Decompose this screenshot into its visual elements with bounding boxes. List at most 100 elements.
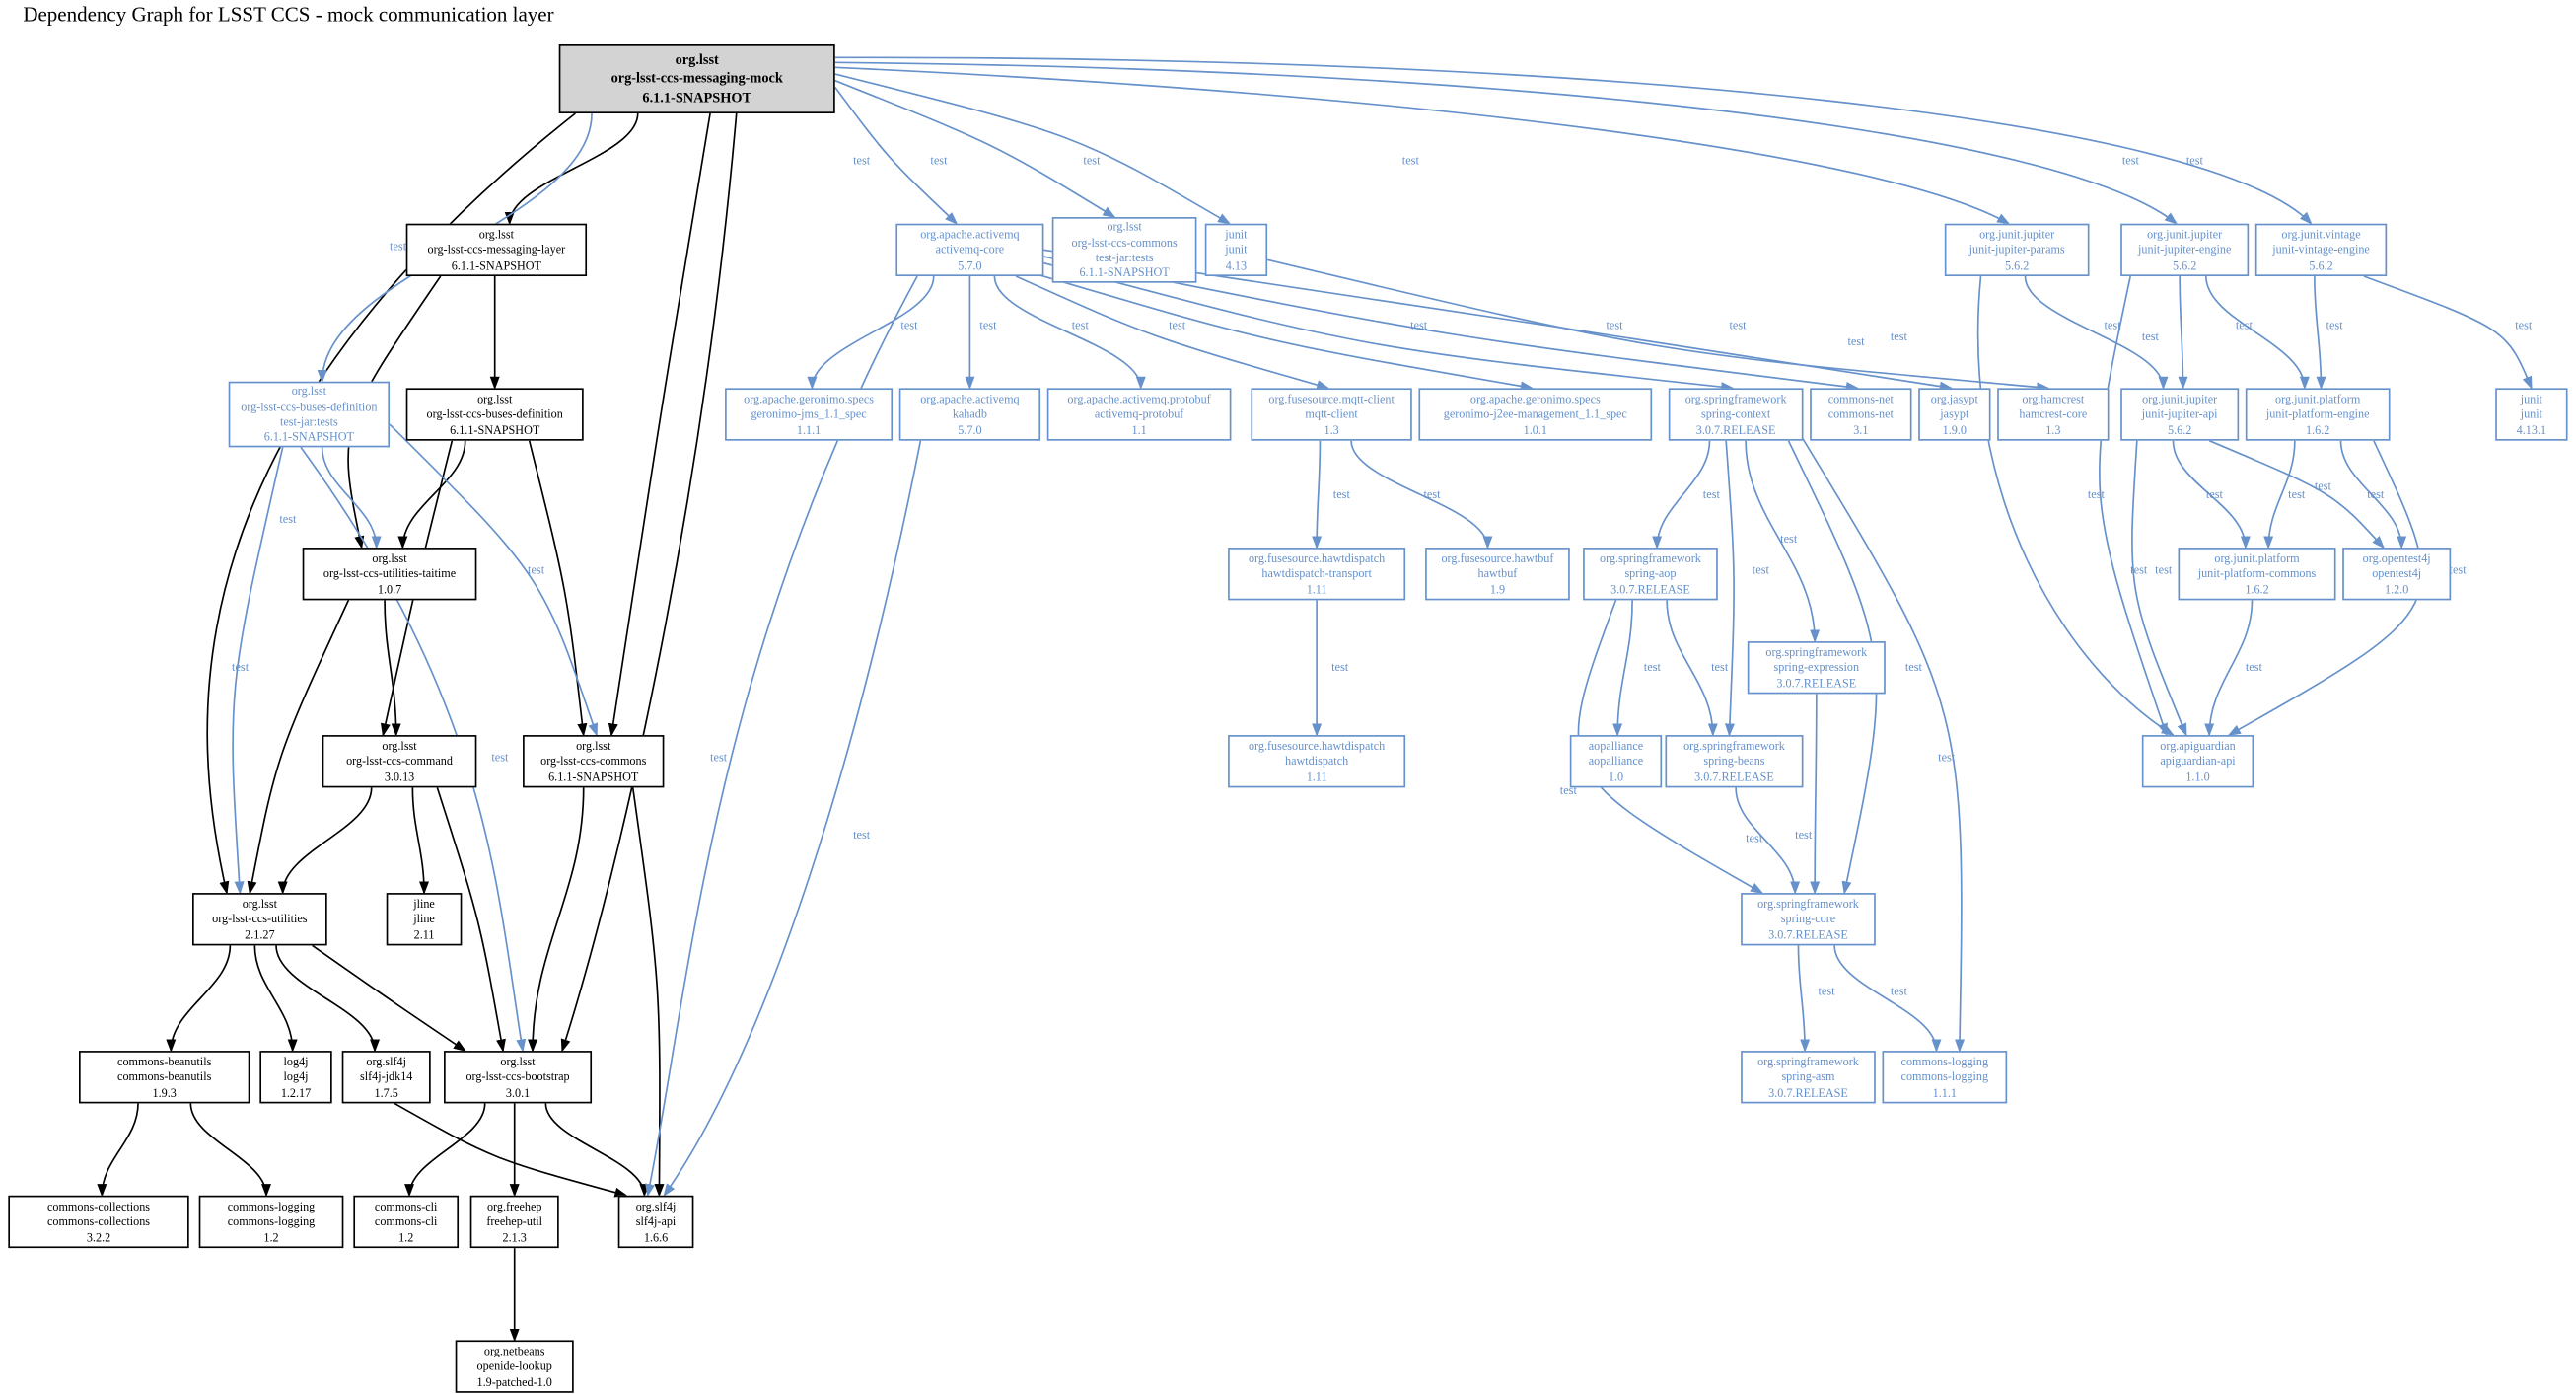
node-label-line: commons-collections	[46, 1198, 151, 1213]
node-label-line: 1.0.7	[377, 581, 402, 597]
edge-scope-label: test	[853, 828, 871, 842]
edge-scope-label: test	[1729, 318, 1747, 331]
node-label-line: org-lsst-ccs-messaging-layer	[427, 242, 566, 257]
node-label-line: spring-context	[1701, 406, 1771, 422]
node-label-line: org.fusesource.hawtdispatch	[1248, 738, 1386, 754]
edge-root-to-junit413	[834, 73, 1232, 225]
node-label-line: org.junit.vintage	[2281, 226, 2361, 242]
edge-scope-label: test	[2105, 318, 2122, 331]
node-label-line: geronimo-jms_1.1_spec	[751, 406, 867, 422]
node-label-line: 1.2.17	[280, 1084, 312, 1100]
edge-mqtt-client-to-hawt-transport	[1312, 440, 1323, 550]
edge-root-to-activemq-core	[834, 86, 959, 225]
edge-spring-beans-to-spring-core	[1735, 787, 1801, 895]
node-label-line: junit	[1225, 226, 1248, 242]
node-label-line: org.springframework	[1757, 1054, 1859, 1069]
graph-title: Dependency Graph for LSST CCS - mock com…	[23, 3, 554, 27]
edge-scope-label: test	[1402, 154, 1420, 168]
edge-scope-label: test	[1169, 318, 1186, 331]
node-label-line: 3.0.7.RELEASE	[1768, 1084, 1848, 1100]
node-label-line: activemq-protobuf	[1094, 406, 1184, 422]
node-label-line: test-jar:tests	[1095, 250, 1154, 265]
node-label-line: 5.6.2	[2309, 257, 2333, 273]
node-label-line: test-jar:tests	[279, 414, 338, 430]
edge-scope-label: test	[2186, 154, 2204, 168]
node-label-line: 3.2.2	[86, 1229, 111, 1245]
node-label-line: slf4j-api	[635, 1213, 677, 1229]
node-label-line: 3.0.7.RELEASE	[1694, 769, 1774, 784]
edge-scope-label: test	[2206, 487, 2224, 501]
node-label-line: 1.9.0	[1942, 421, 1967, 437]
node-label-line: org.lsst	[478, 226, 515, 242]
edge-jupiter-api-to-platform-commons	[2172, 440, 2251, 550]
edge-buses-def-tests-to-taitime	[321, 447, 382, 550]
node-label-line: 1.1	[1131, 421, 1147, 437]
node-label-line: apiguardian-api	[2160, 753, 2236, 769]
edge-mqtt-client-to-hawtbuf	[1350, 440, 1493, 550]
edge-command-to-bootstrap	[436, 787, 506, 1053]
node-label-line: org.springframework	[1600, 550, 1701, 565]
node-label-line: 1.9.3	[152, 1084, 177, 1100]
edge-scope-label: test	[1703, 487, 1721, 501]
node-label-line: jline	[413, 911, 435, 926]
edge-jupiter-api-to-opentest4j	[2208, 439, 2385, 550]
node-label-line: org-lsst-ccs-bootstrap	[465, 1068, 570, 1084]
node-label-line: org.lsst	[382, 738, 417, 754]
edge-activemq-core-to-geronimo-j2ee	[1032, 271, 1535, 392]
node-label-line: org.apiguardian	[2160, 738, 2236, 754]
node-label-line: 1.9	[1489, 581, 1506, 597]
edge-root-to-jupiter-engine	[834, 61, 2179, 225]
edge-scope-label: test	[1938, 751, 1956, 765]
edge-scope-label: test	[2288, 487, 2306, 501]
edge-spring-context-to-spring-expression	[1745, 440, 1821, 643]
node-label-line: org.slf4j	[366, 1054, 407, 1069]
node-label-line: 5.6.2	[2173, 257, 2197, 273]
node-label-line: 6.1.1-SNAPSHOT	[451, 257, 541, 273]
edge-root-to-bootstrap	[560, 112, 738, 1053]
edge-ccs-commons-to-bootstrap	[528, 787, 585, 1053]
node-label-line: 1.1.0	[2185, 769, 2210, 784]
edge-scope-label: test	[1780, 532, 1798, 546]
edge-root-to-jupiter-params	[834, 66, 2011, 225]
node-label-line: 3.0.7.RELEASE	[1695, 421, 1776, 437]
node-label-line: hawtdispatch-transport	[1261, 565, 1372, 581]
node-label-line: org.junit.jupiter	[2142, 391, 2218, 406]
node-label-line: org-lsst-ccs-utilities	[212, 911, 308, 926]
node-label-line: 1.1.1	[1932, 1084, 1957, 1100]
edge-scope-label: test	[1331, 660, 1349, 674]
edge-command-to-jline	[411, 787, 430, 895]
node-label-line: junit-vintage-engine	[2272, 242, 2370, 257]
edge-activemq-core-to-commons-net	[1043, 256, 1860, 392]
node-label-line: 3.0.7.RELEASE	[1776, 675, 1857, 691]
edge-scope-label: test	[1711, 660, 1729, 674]
edge-scope-label: test	[491, 751, 509, 765]
node-label-line: org.netbeans	[483, 1343, 545, 1358]
edge-scope-label: test	[2130, 563, 2148, 577]
node-label-line: 2.11	[413, 926, 435, 942]
edge-jupiter-engine-to-platform-engine	[2205, 276, 2310, 391]
edge-scope-label: test	[2088, 487, 2106, 501]
node-label-line: commons-cli	[374, 1213, 438, 1229]
edge-scope-label: test	[930, 154, 948, 168]
node-label-line: spring-aop	[1624, 565, 1677, 581]
edge-buses-def-to-taitime	[397, 440, 466, 550]
edge-utilities-to-bootstrap	[312, 944, 467, 1053]
node-label-line: 6.1.1-SNAPSHOT	[1079, 265, 1170, 281]
edge-scope-label: test	[979, 318, 997, 331]
